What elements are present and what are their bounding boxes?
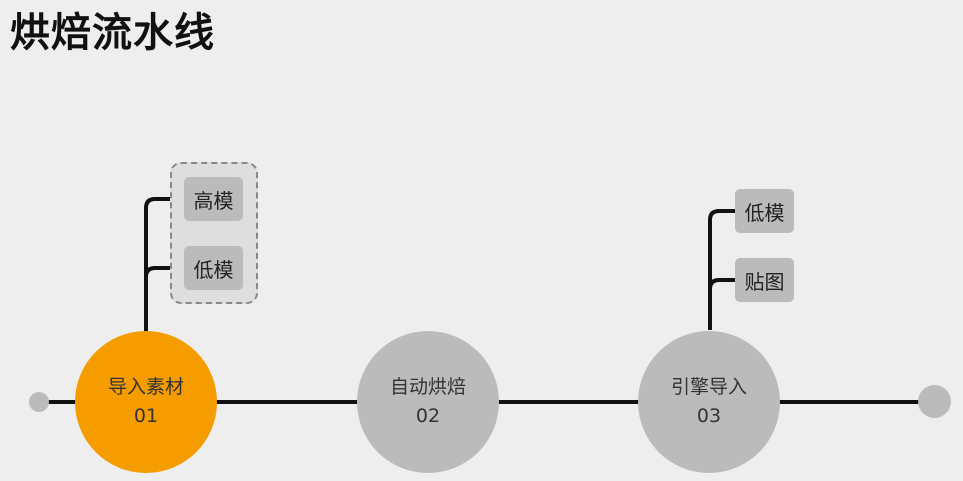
page-title: 烘焙流水线: [10, 10, 215, 56]
stage-import-assets[interactable]: 导入素材 01: [75, 331, 217, 473]
stage-auto-bake[interactable]: 自动烘焙 02: [357, 331, 499, 473]
tag-low-poly-stage3[interactable]: 低模: [735, 189, 794, 233]
tag-label: 低模: [744, 200, 785, 225]
tag-high-poly[interactable]: 高模: [184, 177, 243, 221]
stage-name: 导入素材: [107, 376, 184, 398]
stage-name: 自动烘焙: [389, 376, 466, 398]
stage-number: 01: [133, 405, 159, 427]
branch-connector-stage3: [708, 209, 737, 330]
tag-label: 贴图: [744, 269, 785, 294]
stage-number: 03: [696, 405, 722, 427]
timeline-end-dot: [918, 385, 951, 418]
timeline-start-dot: [29, 392, 49, 412]
tag-label: 高模: [193, 188, 234, 213]
tag-low-poly-stage1[interactable]: 低模: [184, 246, 243, 290]
branch-connector-stage1: [144, 197, 186, 332]
tag-label: 低模: [193, 257, 234, 282]
stage-name: 引擎导入: [670, 376, 747, 398]
tag-texture[interactable]: 贴图: [735, 258, 794, 302]
stage-engine-import[interactable]: 引擎导入 03: [638, 331, 780, 473]
stage-number: 02: [415, 405, 441, 427]
